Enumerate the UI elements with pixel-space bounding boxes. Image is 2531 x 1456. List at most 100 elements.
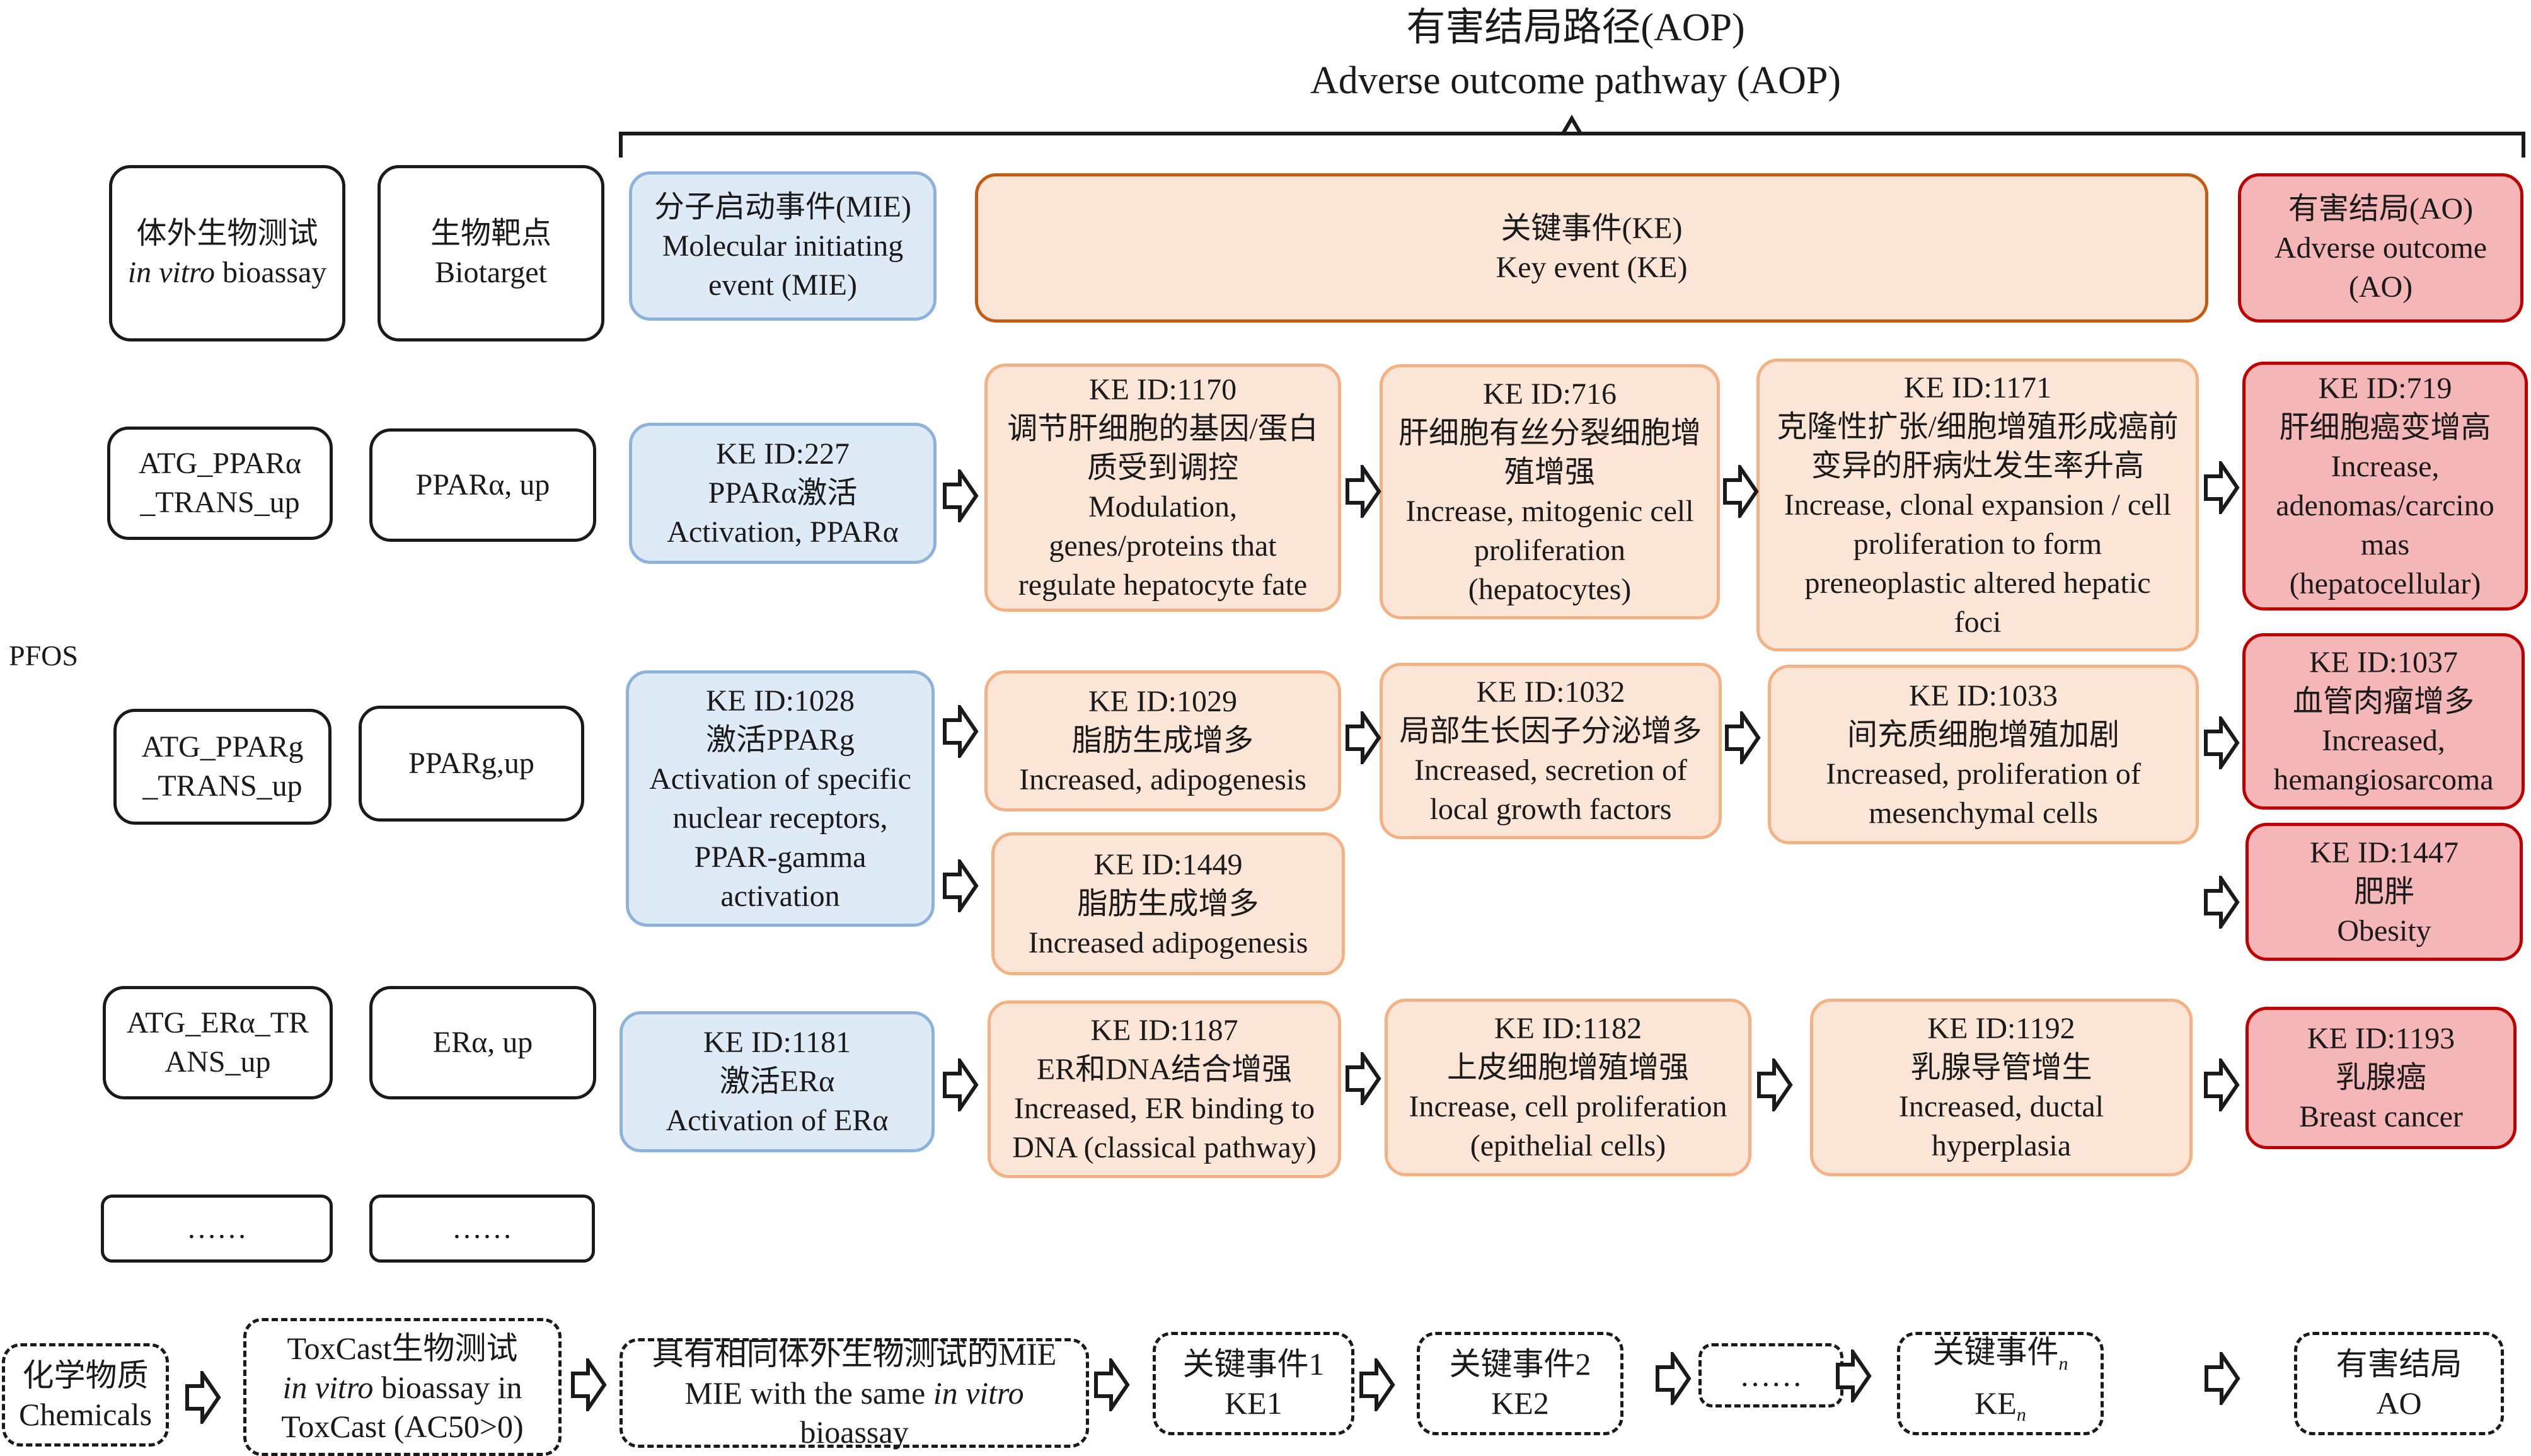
legend-mie: 具有相同体外生物测试的MIE MIE with the same in vitr… (620, 1336, 1089, 1450)
arrow-icon (1656, 1352, 1692, 1405)
arrow-icon (2204, 1058, 2240, 1111)
arrow-icon (1359, 1358, 1395, 1411)
legend-text: bioassay (800, 1414, 909, 1450)
mie-line: KE ID:227 (716, 437, 850, 471)
mie-header: 分子启动事件(MIE) Molecular initiating event (… (629, 171, 937, 321)
legend-line: 关键事件2 (1449, 1346, 1591, 1382)
ke-line: 克隆性扩张/细胞增殖形成癌前 (1777, 410, 2179, 444)
ke-line: Increased, ductal (1898, 1090, 2104, 1123)
mie-ke227: KE ID:227 PPARα激活 Activation, PPARα (629, 423, 937, 564)
ao-header-line: 有害结局(AO) (2288, 192, 2474, 226)
arrow-icon (943, 1058, 979, 1111)
ke-line: 肝细胞有丝分裂细胞增 (1398, 416, 1701, 450)
ao-line: (hepatocellular) (2289, 566, 2481, 600)
arrow-icon (185, 1371, 221, 1424)
ke-line: local growth factors (1429, 793, 1672, 826)
assay-line: ATG_PPARα (138, 447, 302, 480)
mie-header-line: Molecular initiating (662, 229, 904, 263)
ke-line: regulate hepatocyte fate (1018, 568, 1308, 602)
arrow-icon (1346, 711, 1381, 764)
bioassay-header-zh: 体外生物测试 (136, 217, 318, 250)
ao-line: mas (2360, 527, 2410, 561)
ke-line: 殖增强 (1504, 455, 1595, 489)
target-pparg: PPARg,up (359, 706, 584, 822)
legend-line: ToxCast生物测试 (287, 1330, 518, 1366)
ellipsis: …… (187, 1212, 247, 1245)
ke-line: ER和DNA结合增强 (1036, 1053, 1293, 1086)
assay-more: …… (101, 1195, 333, 1263)
ke-line: KE ID:1171 (1903, 370, 2052, 404)
assay-era: ATG_ERα_TR ANS_up (103, 986, 333, 1099)
ke-line: KE ID:1187 (1090, 1014, 1238, 1047)
legend-italic: in vitro (933, 1375, 1024, 1411)
bioassay-header-en-italic: in vitro (127, 256, 215, 289)
ke-1032: KE ID:1032 局部生长因子分泌增多 Increased, secreti… (1380, 663, 1722, 839)
arrow-icon (1094, 1358, 1130, 1411)
legend-ao: 有害结局 AO (2294, 1332, 2504, 1435)
ke-1187: KE ID:1187 ER和DNA结合增强 Increased, ER bind… (988, 1000, 1341, 1178)
bioassay-header-en-rest: bioassay (214, 256, 327, 289)
arrow-icon (943, 705, 979, 758)
ke-line: hyperplasia (1931, 1129, 2072, 1162)
ke-line: KE ID:1170 (1088, 373, 1237, 406)
ke-line: proliferation (1474, 533, 1625, 567)
ao-1447: KE ID:1447 肥胖 Obesity (2246, 823, 2523, 961)
target-label: ERα, up (432, 1026, 533, 1059)
target-more: …… (369, 1195, 595, 1263)
ao-line: Increased, (2322, 724, 2445, 757)
legend-line: 具有相同体外生物测试的MIE (652, 1336, 1057, 1372)
ao-line: 乳腺癌 (2335, 1061, 2426, 1094)
legend-text: MIE with the same (684, 1375, 933, 1411)
ellipsis: …… (452, 1212, 512, 1245)
ao-header: 有害结局(AO) Adverse outcome (AO) (2238, 173, 2523, 323)
mie-line: nuclear receptors, (672, 801, 888, 835)
ke-header-line: 关键事件(KE) (1501, 211, 1683, 245)
arrow-icon (2204, 461, 2240, 514)
legend-line: KE2 (1491, 1385, 1549, 1421)
ao-line: KE ID:719 (2318, 371, 2452, 405)
ke-line: KE ID:716 (1483, 377, 1617, 411)
biotarget-header-en: Biotarget (435, 256, 547, 289)
ke-716: KE ID:716 肝细胞有丝分裂细胞增 殖增强 Increase, mitog… (1380, 364, 1720, 619)
legend-line: in vitro bioassay in (282, 1368, 522, 1407)
bioassay-header: 体外生物测试 in vitro bioassay (109, 165, 345, 341)
ke-line: Increase, mitogenic cell (1405, 494, 1694, 528)
ao-line: hemangiosarcoma (2273, 763, 2494, 796)
mie-ke1181: KE ID:1181 激活ERα Activation of ERα (620, 1011, 935, 1152)
ke-1182: KE ID:1182 上皮细胞增殖增强 Increase, cell proli… (1385, 999, 1751, 1176)
arrow-icon (943, 859, 979, 912)
assay-line: _TRANS_up (140, 486, 300, 519)
legend-text: KE (1975, 1385, 2017, 1421)
target-label: PPARg,up (408, 747, 534, 780)
ke-1029: KE ID:1029 脂肪生成增多 Increased, adipogenesi… (984, 670, 1341, 811)
assay-line: ANS_up (164, 1045, 271, 1079)
legend-line: 化学物质 (22, 1358, 149, 1393)
ke-1033: KE ID:1033 间充质细胞增殖加剧 Increased, prolifer… (1768, 665, 2199, 844)
ke-line: preneoplastic altered hepatic (1804, 566, 2151, 600)
target-era: ERα, up (369, 986, 596, 1099)
legend-line: AO (2376, 1385, 2422, 1421)
legend-text: bioassay in (373, 1369, 522, 1405)
ke-line: Modulation, (1088, 490, 1237, 524)
ke-line: 间充质细胞增殖加剧 (1847, 718, 2119, 752)
mie-header-line: 分子启动事件(MIE) (654, 190, 911, 224)
arrow-icon (1725, 711, 1761, 764)
ke-line: 上皮细胞增殖增强 (1446, 1051, 1689, 1084)
ke-line: KE ID:1449 (1093, 847, 1243, 881)
assay-ppara: ATG_PPARα _TRANS_up (107, 427, 333, 540)
legend-line: MIE with the same in vitro bioassay (629, 1373, 1080, 1452)
mie-line: KE ID:1181 (703, 1026, 851, 1059)
legend-line: Chemicals (18, 1397, 153, 1432)
mie-line: Activation of specific (649, 762, 911, 796)
legend-text: 关键事件 (1932, 1334, 2059, 1370)
ao-line: KE ID:1193 (2307, 1022, 2455, 1055)
bioassay-header-en: in vitro bioassay (128, 253, 327, 292)
ke-1192: KE ID:1192 乳腺导管增生 Increased, ductal hype… (1810, 999, 2193, 1176)
mie-line: 激活PPARg (706, 723, 855, 757)
legend-line: 有害结局 (2336, 1346, 2462, 1382)
mie-line: Activation of ERα (666, 1104, 889, 1137)
arrow-icon (2204, 876, 2240, 929)
ao-header-line: Adverse outcome (2274, 231, 2488, 265)
ao-719: KE ID:719 肝细胞癌变增高 Increase, adenomas/car… (2242, 362, 2528, 610)
ao-line: adenomas/carcino (2276, 488, 2494, 522)
